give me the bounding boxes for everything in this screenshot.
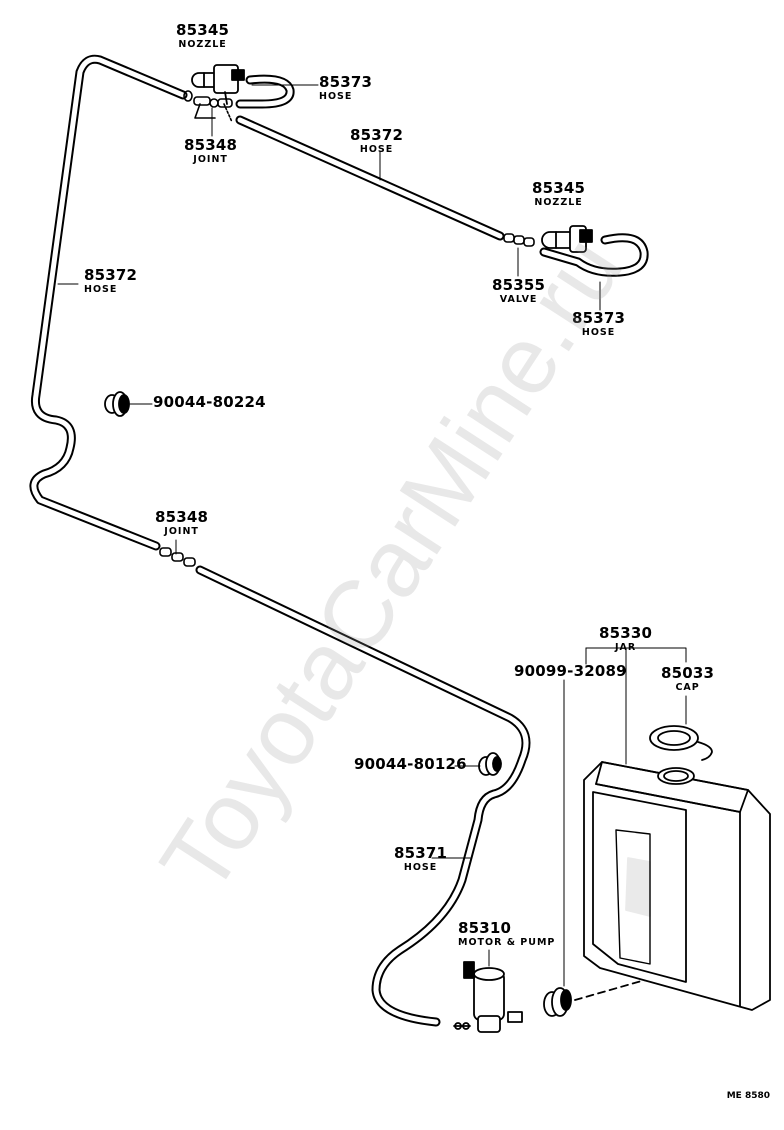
part-name: HOSE [581,327,616,338]
part-name: JOINT [164,526,199,537]
nozzle-85345-top [191,64,245,105]
label-nozzle-right: 85345 NOZZLE [532,181,585,208]
part-name: JOINT [193,154,228,165]
part-number: 85371 [394,844,448,862]
part-number: 90044-80224 [153,393,266,411]
part-name: NOZZLE [178,39,227,50]
label-hose-lower: 85371 HOSE [394,846,447,873]
label-jar: 85330 JAR [599,626,652,653]
part-name: JAR [614,642,637,653]
part-number: 90044-80126 [354,755,467,773]
label-hose-top: 85373 HOSE [319,75,372,102]
grommet-90044-80126 [478,752,502,776]
part-name: HOSE [84,284,118,295]
part-name: CAP [675,682,700,693]
part-number: 85345 [532,179,586,197]
leader-lines [57,84,687,987]
hose-85372-left [29,54,188,551]
hose-85373-top [235,74,295,109]
valve-85355 [503,233,535,247]
grommet-90099-32089 [543,979,646,1017]
part-number: 90099-32089 [514,662,627,680]
part-name: MOTOR & PUMP [458,937,556,948]
part-name: VALVE [499,294,538,305]
part-name: NOZZLE [534,197,583,208]
cap-85033 [649,725,713,761]
part-number: 85330 [599,624,653,642]
motor-pump-85310 [453,961,523,1033]
label-grommet-lower: 90044-80126 [354,757,467,772]
nozzle-85345-right [541,225,593,253]
label-hose-right: 85373 HOSE [572,311,625,338]
label-joint-lower: 85348 JOINT [155,510,208,537]
joint-85348-lower [159,547,196,567]
part-number: 85033 [661,664,715,682]
hose-85372-lower [195,565,531,1027]
label-hose-left: 85372 HOSE [84,268,137,295]
label-grommet-jar: 90099-32089 [514,664,627,679]
part-number: 85355 [492,276,546,294]
part-number: 85348 [184,136,238,154]
part-number: 85348 [155,508,209,526]
grommet-90044-80224 [104,391,130,417]
hose-85373-right [539,233,649,277]
label-valve: 85355 VALVE [492,278,545,305]
part-name: HOSE [403,862,438,873]
figure-code: ME 8580 [726,1091,770,1101]
part-number: 85372 [84,266,138,284]
part-number: 85373 [572,309,626,327]
washer-jar-85330 [583,761,771,1011]
joint-85348-top [183,90,233,123]
hose-85372-middle [235,115,505,241]
part-number: 85345 [176,21,230,39]
label-nozzle-top: 85345 NOZZLE [176,23,229,50]
part-number: 85372 [350,126,404,144]
label-grommet-upper: 90044-80224 [153,395,266,410]
part-name: HOSE [359,144,394,155]
part-name: HOSE [319,91,353,102]
label-pump: 85310 MOTOR & PUMP [458,921,555,948]
part-number: 85373 [319,73,373,91]
part-number: 85310 [458,919,512,937]
label-joint-top: 85348 JOINT [184,138,237,165]
label-hose-mid: 85372 HOSE [350,128,403,155]
label-cap: 85033 CAP [661,666,714,693]
